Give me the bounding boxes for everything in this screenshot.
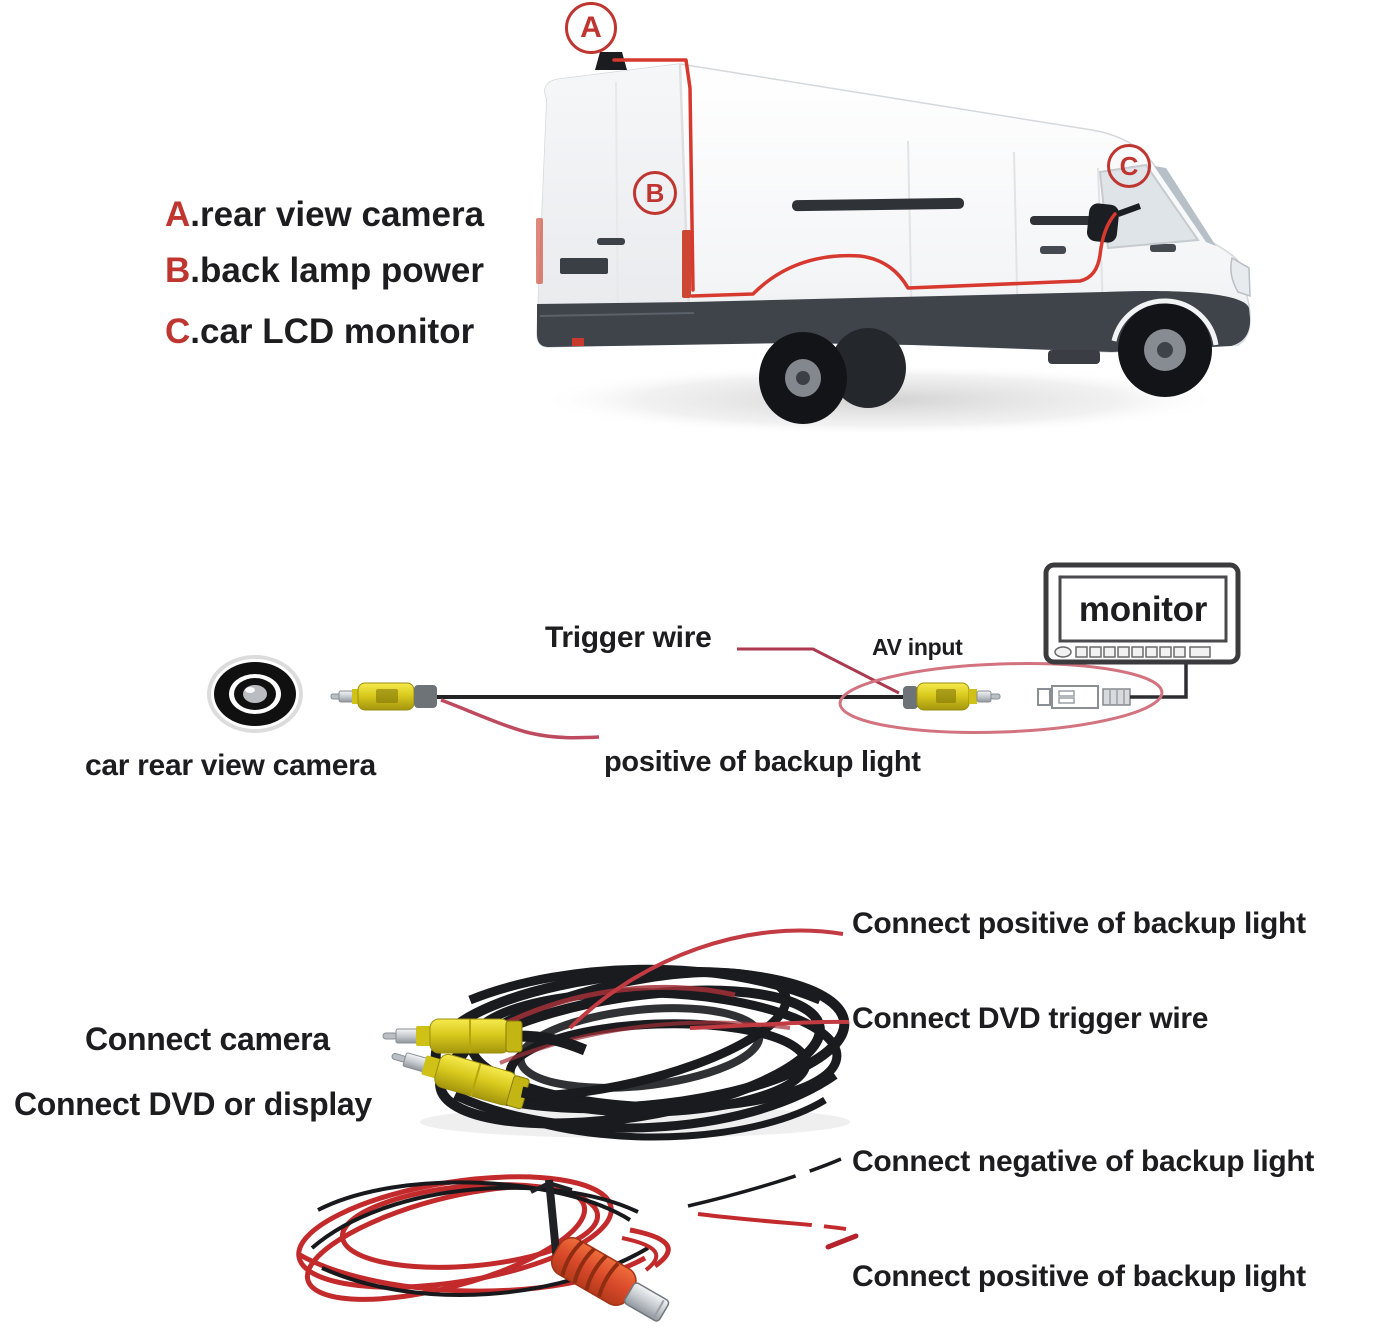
side-trim-strip: [792, 197, 965, 212]
monitor-frame: [1043, 562, 1241, 665]
rear-door-handle: [597, 238, 625, 245]
power-cable: [296, 1157, 859, 1322]
connect-positive-bottom-label: Connect positive of backup light: [852, 1260, 1306, 1293]
windshield-edge: [1154, 166, 1216, 246]
rca-plug-connect-camera: [382, 1018, 588, 1056]
rca-plug-camera-side: [330, 682, 437, 711]
legend-item-c: C.car LCD monitor: [165, 312, 474, 352]
tail-light-left: [536, 218, 543, 284]
rca-plug-av-side: [903, 682, 1001, 711]
rear-inner-wheel: [830, 328, 906, 408]
van-lower-skirt: [537, 290, 1251, 352]
rca-plug-connect-dvd: [391, 1052, 530, 1110]
mirror-arm: [1116, 203, 1142, 217]
positive-backup-red-wire: [568, 928, 844, 1030]
trigger-wire-leader: [737, 647, 900, 695]
av-input-connector: [1037, 685, 1131, 709]
connect-negative-label: Connect negative of backup light: [852, 1145, 1315, 1178]
camera-cable-route-line: [690, 212, 1117, 298]
cable-segment: [520, 1086, 617, 1118]
connect-camera-label: Connect camera: [85, 1021, 330, 1057]
rear-wheel-hub: [796, 371, 810, 385]
legend-key-c: C: [165, 312, 191, 351]
plug-wire: [621, 1236, 659, 1272]
headlight: [1230, 256, 1251, 298]
connection-highlight-ellipse: [838, 662, 1164, 734]
rear-bumper-step: [539, 312, 695, 317]
backup-light-wire: [440, 698, 600, 740]
positive-red-dash: [825, 1233, 859, 1250]
side-step: [1048, 350, 1100, 364]
camera-caption: car rear view camera: [85, 749, 376, 782]
side-mirror: [1086, 203, 1120, 243]
legend-text-c: .car LCD monitor: [190, 312, 475, 351]
marker-b-circle: B: [633, 171, 677, 215]
front-wheel-hub: [1157, 342, 1173, 358]
wire-gap: [811, 1220, 825, 1230]
marker-c-circle: C: [1107, 144, 1151, 188]
monitor-label: monitor: [1078, 590, 1208, 629]
door-handle: [1150, 244, 1176, 252]
side-trim-strip: [1030, 216, 1092, 225]
tail-light: [682, 230, 691, 298]
legend-item-b: B.back lamp power: [165, 251, 484, 291]
legend-key-b: B: [165, 251, 191, 290]
rear-door-seam: [615, 81, 619, 345]
wire-gap: [794, 1168, 812, 1181]
dvd-trigger-red-wire: [689, 1019, 850, 1030]
wiring-diagram: [207, 562, 1241, 740]
legend-text-a: .rear view camera: [190, 195, 485, 234]
av-input-label: AV input: [872, 634, 963, 660]
rear-camera-icon: [595, 52, 627, 70]
negative-black-wire: [687, 1157, 842, 1208]
door-handle: [1040, 246, 1066, 254]
backup-light-caption: positive of backup light: [604, 746, 921, 778]
trigger-wire-label: Trigger wire: [545, 621, 712, 654]
positive-red-wire-bottom: [697, 1212, 847, 1231]
connect-positive-top-label: Connect positive of backup light: [852, 907, 1306, 940]
cable-tie: [530, 1179, 573, 1263]
monitor-cable: [1130, 661, 1188, 699]
camera-lens-icon: [207, 655, 303, 733]
connect-dvd-trigger-label: Connect DVD trigger wire: [852, 1002, 1209, 1035]
connect-dvd-display-label: Connect DVD or display: [14, 1086, 372, 1122]
dc-power-plug: [550, 1237, 670, 1322]
bumper-reflector: [572, 338, 584, 346]
front-fender: [1111, 298, 1219, 346]
camera-cable-route-line: [612, 58, 695, 292]
legend-text-b: .back lamp power: [190, 251, 484, 290]
license-plate: [560, 258, 608, 274]
legend-key-a: A: [165, 195, 191, 234]
coiled-video-cable: [382, 928, 850, 1141]
plug-wire: [629, 1227, 671, 1269]
marker-a-circle: A: [565, 2, 617, 54]
van-photo: [535, 52, 1251, 436]
van-rear-doors: [537, 64, 690, 347]
legend-item-a: A.rear view camera: [165, 195, 484, 235]
